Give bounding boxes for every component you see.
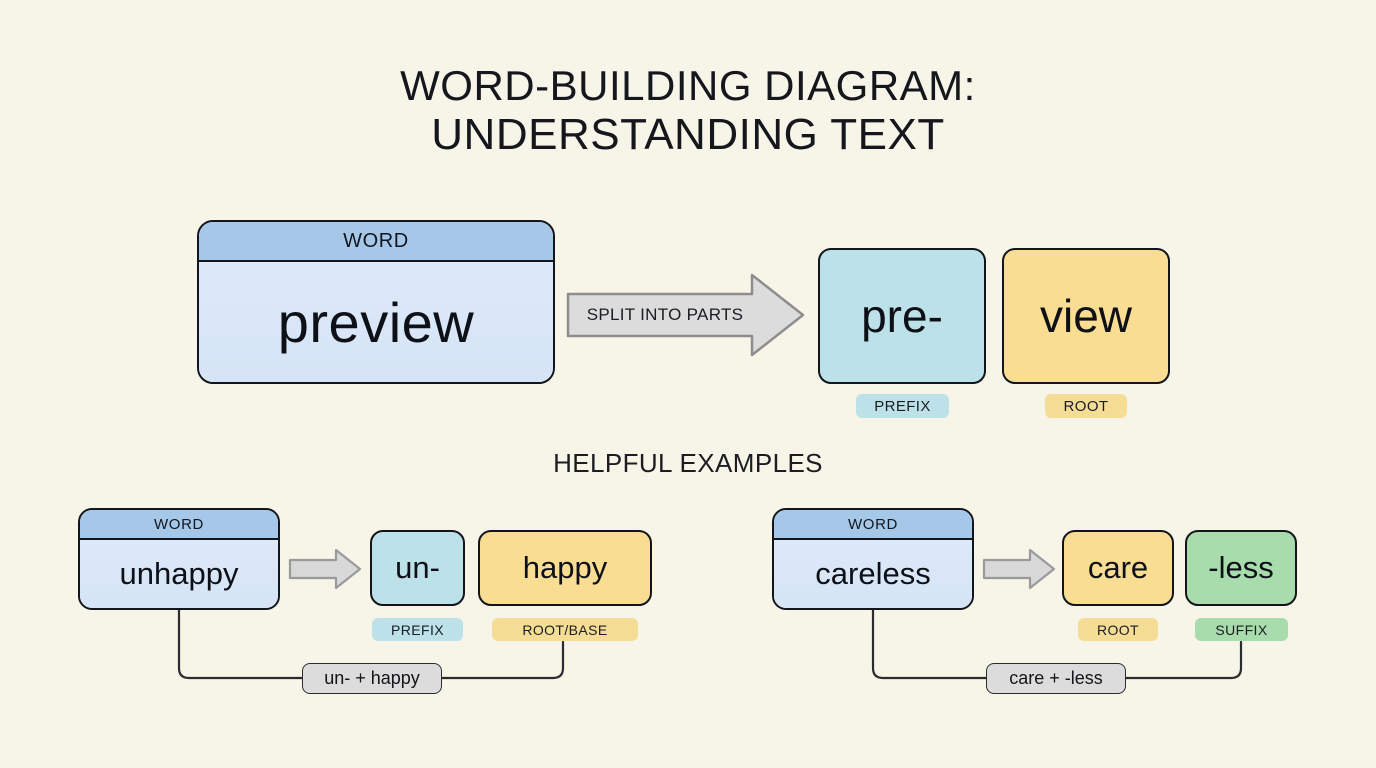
example-2-part-suffix-text: -less — [1208, 550, 1274, 585]
part-box-prefix: pre- — [818, 248, 986, 384]
example-2-tag-root: ROOT — [1078, 618, 1158, 641]
example-2-part-root-text: care — [1087, 550, 1149, 585]
example-1-tag-root: ROOT/BASE — [492, 618, 638, 641]
example-1-word-card-header: WORD — [80, 510, 278, 540]
title-line-2: UNDERSTANDING TEXT — [431, 109, 945, 159]
example-1-arrow — [288, 548, 362, 590]
example-1-part-root-text: happy — [522, 550, 608, 585]
example-2-arrow — [982, 548, 1056, 590]
example-2-word-card-word: careless — [774, 540, 972, 608]
example-1-word-card-word: unhappy — [80, 540, 278, 608]
main-word-card-header: WORD — [199, 222, 553, 262]
example-2-tag-suffix: SUFFIX — [1195, 618, 1288, 641]
split-into-parts-arrow: SPLIT INTO PARTS — [566, 272, 806, 358]
example-1-combo-label: un- + happy — [302, 663, 442, 694]
example-1-part-root: happy — [478, 530, 652, 606]
title-line-1: WORD-BUILDING DIAGRAM: — [400, 62, 976, 109]
part-box-root: view — [1002, 248, 1170, 384]
section-heading: HELPFUL EXAMPLES — [553, 448, 823, 478]
page-title: WORD-BUILDING DIAGRAM: UNDERSTANDING TEX… — [0, 62, 1376, 160]
example-2-word-card-header: WORD — [774, 510, 972, 540]
example-1-part-prefix: un- — [370, 530, 465, 606]
main-word-card-word: preview — [199, 262, 553, 382]
part-box-prefix-text: pre- — [861, 290, 943, 342]
example-2-combo-label: care + -less — [986, 663, 1126, 694]
part-box-root-text: view — [1039, 290, 1133, 342]
example-1-word-card: WORD unhappy — [78, 508, 280, 610]
tag-prefix: PREFIX — [856, 394, 949, 418]
example-2-part-suffix: -less — [1185, 530, 1297, 606]
example-1-tag-prefix: PREFIX — [372, 618, 463, 641]
tag-root: ROOT — [1045, 394, 1127, 418]
example-2-word-card: WORD careless — [772, 508, 974, 610]
right-arrow-icon — [566, 273, 805, 357]
main-word-card: WORD preview — [197, 220, 555, 384]
right-arrow-icon — [982, 548, 1056, 590]
example-1-part-prefix-text: un- — [395, 550, 440, 585]
right-arrow-icon — [288, 548, 362, 590]
example-2-part-root: care — [1062, 530, 1174, 606]
